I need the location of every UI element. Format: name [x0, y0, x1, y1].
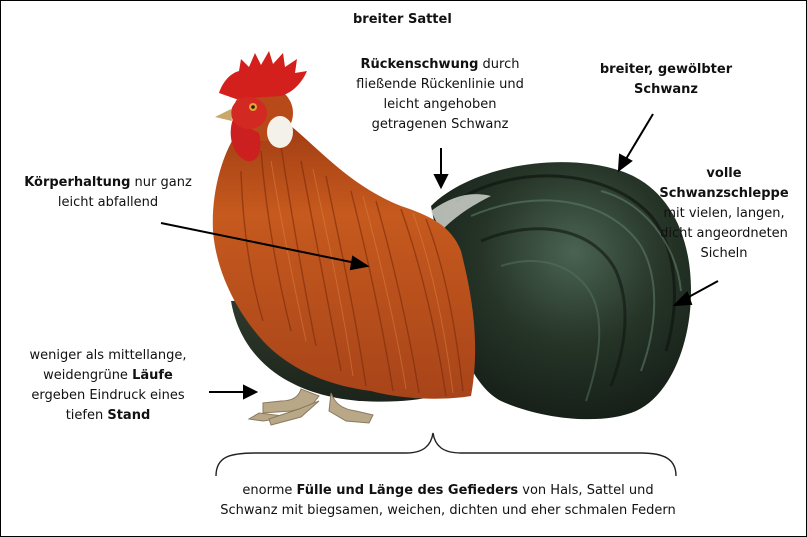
label-saddle-text: breiter Sattel [353, 12, 452, 27]
label-tail: breiter, gewölbter Schwanz [596, 60, 736, 100]
beak [215, 109, 232, 121]
label-tail-train: volle Schwanzschleppe mit vielen, langen… [649, 164, 799, 264]
label-plumage: enorme Fülle und Länge des Gefieders von… [163, 481, 733, 521]
label-legs: weniger als mittellange, weidengrüne Läu… [5, 346, 211, 426]
label-posture: Körperhaltung nur ganz leicht abfallend [13, 173, 203, 213]
plumage-brace [216, 433, 676, 476]
comb [219, 51, 307, 99]
label-saddle: breiter Sattel [353, 10, 533, 30]
label-back-curve: Rückenschwung durch fließende Rückenlini… [332, 55, 548, 135]
label-back-bold: Rückenschwung [361, 57, 479, 72]
earlobe [267, 116, 293, 148]
